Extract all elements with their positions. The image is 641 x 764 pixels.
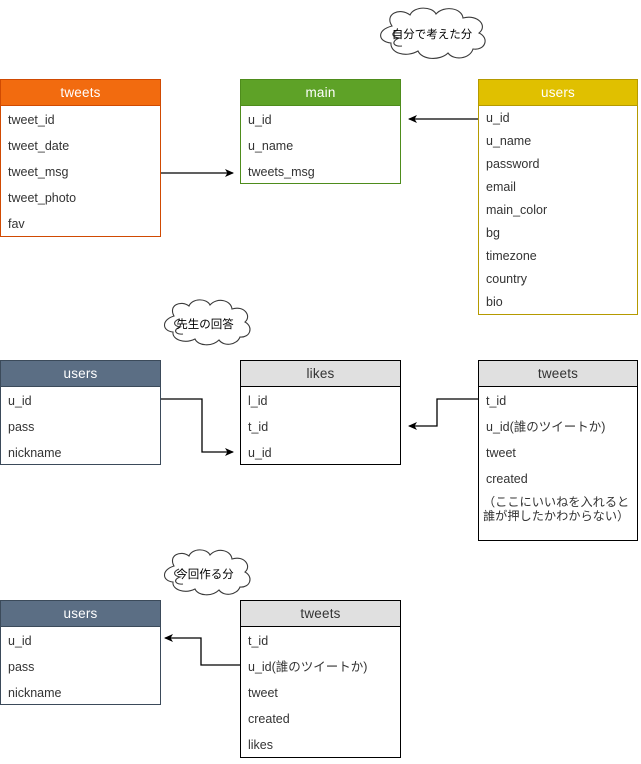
cloud-shape xyxy=(163,549,251,596)
callout-teacher-answer-label: 先生の回答 xyxy=(176,319,234,331)
field-row: password xyxy=(486,157,540,171)
field-row: pass xyxy=(8,660,35,674)
cloud-tail xyxy=(392,29,403,47)
field-row: u_name xyxy=(486,134,532,148)
callout-teacher-answer: 先生の回答 xyxy=(150,298,260,350)
field-row: tweet_date xyxy=(8,139,70,153)
field-row: tweet_id xyxy=(8,113,55,127)
field-row: tweets_msg xyxy=(248,165,315,179)
field-row: email xyxy=(486,180,516,194)
field-row: tweet xyxy=(248,686,278,700)
table-tweets-orange: tweets tweet_id tweet_date tweet_msg twe… xyxy=(0,79,161,237)
field-row: nickname xyxy=(8,686,62,700)
callout-own-idea-label: 自分で考えた分 xyxy=(391,29,473,41)
callout-own-idea: 自分で考えた分 xyxy=(362,6,502,62)
field-row: u_id xyxy=(486,111,510,125)
field-row: u_id xyxy=(8,634,32,648)
table-title: tweets xyxy=(1,80,160,106)
field-list: t_id u_id(誰のツイートか) tweet created likes xyxy=(241,627,400,757)
field-row: likes xyxy=(248,738,274,752)
field-row: tweet_msg xyxy=(8,165,69,179)
callout-to-build-label: 今回作る分 xyxy=(176,569,234,581)
field-row: tweet_photo xyxy=(8,191,77,205)
callout-to-build: 今回作る分 xyxy=(150,548,260,600)
field-row: fav xyxy=(8,217,25,231)
relation-tweets-to-users xyxy=(164,634,240,666)
table-title: main xyxy=(241,80,400,106)
table-title: users xyxy=(1,361,160,387)
table-title: tweets xyxy=(479,361,637,387)
cloud-shape xyxy=(163,299,251,346)
field-list: tweet_id tweet_date tweet_msg tweet_phot… xyxy=(1,106,160,236)
field-row: t_id xyxy=(248,420,269,434)
field-row: u_id xyxy=(248,446,272,460)
field-row: created xyxy=(248,712,290,726)
field-row: timezone xyxy=(486,249,537,263)
field-row: u_id(誰のツイートか) xyxy=(486,420,606,434)
field-row: created xyxy=(486,472,528,486)
field-row: u_name xyxy=(248,139,294,153)
field-row: u_id(誰のツイートか) xyxy=(248,660,368,674)
field-row: u_id xyxy=(248,113,272,127)
table-users-slate-bottom: users u_id pass nickname xyxy=(0,600,161,705)
cloud-tail xyxy=(174,318,184,335)
field-note: （ここにいいねを入れると 誰が押したかわからない） xyxy=(483,495,630,524)
field-list: u_id u_name tweets_msg xyxy=(241,106,400,184)
relation-tweets-to-likes xyxy=(408,398,478,430)
table-title: likes xyxy=(241,361,400,387)
table-users-yellow: users u_id u_name password email main_co… xyxy=(478,79,638,315)
table-tweets-gray-mid: tweets t_id u_id(誰のツイートか) tweet created … xyxy=(478,360,638,541)
table-likes-gray: likes l_id t_id u_id xyxy=(240,360,401,465)
cloud-tail xyxy=(174,568,184,585)
field-list: u_id pass nickname xyxy=(1,627,160,705)
field-list: l_id t_id u_id xyxy=(241,387,400,465)
field-list: u_id u_name password email main_color bg… xyxy=(479,106,637,313)
field-list: u_id pass nickname xyxy=(1,387,160,465)
field-row: main_color xyxy=(486,203,548,217)
field-row: bio xyxy=(486,295,503,309)
field-row: nickname xyxy=(8,446,62,460)
table-title: tweets xyxy=(241,601,400,627)
field-list: t_id u_id(誰のツイートか) tweet created （ここにいいね… xyxy=(479,387,637,525)
field-row: pass xyxy=(8,420,35,434)
cloud-shape xyxy=(380,7,486,59)
field-row: t_id xyxy=(248,634,269,648)
table-title: users xyxy=(479,80,637,106)
table-title: users xyxy=(1,601,160,627)
field-row: bg xyxy=(486,226,500,240)
field-row: country xyxy=(486,272,527,286)
table-tweets-gray-bottom: tweets t_id u_id(誰のツイートか) tweet created … xyxy=(240,600,401,758)
table-main-green: main u_id u_name tweets_msg xyxy=(240,79,401,184)
table-users-slate-mid: users u_id pass nickname xyxy=(0,360,161,465)
field-row: l_id xyxy=(248,394,268,408)
field-row: t_id xyxy=(486,394,507,408)
relation-users-to-likes xyxy=(161,398,234,456)
field-row: u_id xyxy=(8,394,32,408)
field-row: tweet xyxy=(486,446,516,460)
